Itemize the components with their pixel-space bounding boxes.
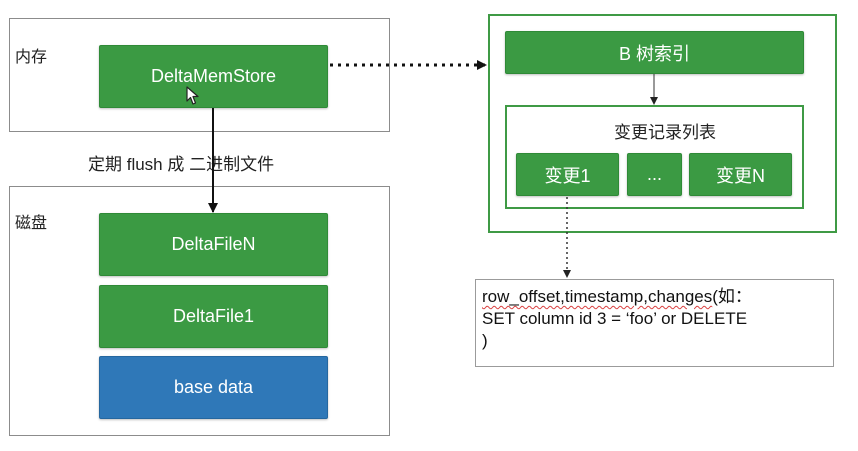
changes-list-title: 变更记录列表 xyxy=(614,123,716,142)
note-fields: row_offset,timestamp,changes xyxy=(482,287,713,306)
base-data-box[interactable]: base data xyxy=(99,356,328,419)
change-record-note: row_offset,timestamp,changes(如： SET colu… xyxy=(475,279,834,367)
change-1-box[interactable]: 变更1 xyxy=(516,153,619,196)
delta-file-1-box[interactable]: DeltaFile1 xyxy=(99,285,328,348)
change-n-box[interactable]: 变更N xyxy=(689,153,792,196)
flush-label: 定期 flush 成 二进制文件 xyxy=(88,155,275,174)
delta-mem-store-box[interactable]: DeltaMemStore xyxy=(99,45,328,108)
change-ellipsis-box[interactable]: ... xyxy=(627,153,682,196)
note-line-1: row_offset,timestamp,changes(如： xyxy=(482,286,827,308)
note-line-3: ) xyxy=(482,331,488,350)
delta-file-n-box[interactable]: DeltaFileN xyxy=(99,213,328,276)
btree-index-box[interactable]: B 树索引 xyxy=(505,31,804,74)
note-line-2: SET column id 3 = ‘foo’ or DELETE xyxy=(482,309,748,328)
memory-label: 内存 xyxy=(15,49,48,66)
note-line-1-suffix: (如： xyxy=(712,287,752,306)
disk-label: 磁盘 xyxy=(15,215,48,232)
mouse-cursor-icon xyxy=(186,86,199,105)
